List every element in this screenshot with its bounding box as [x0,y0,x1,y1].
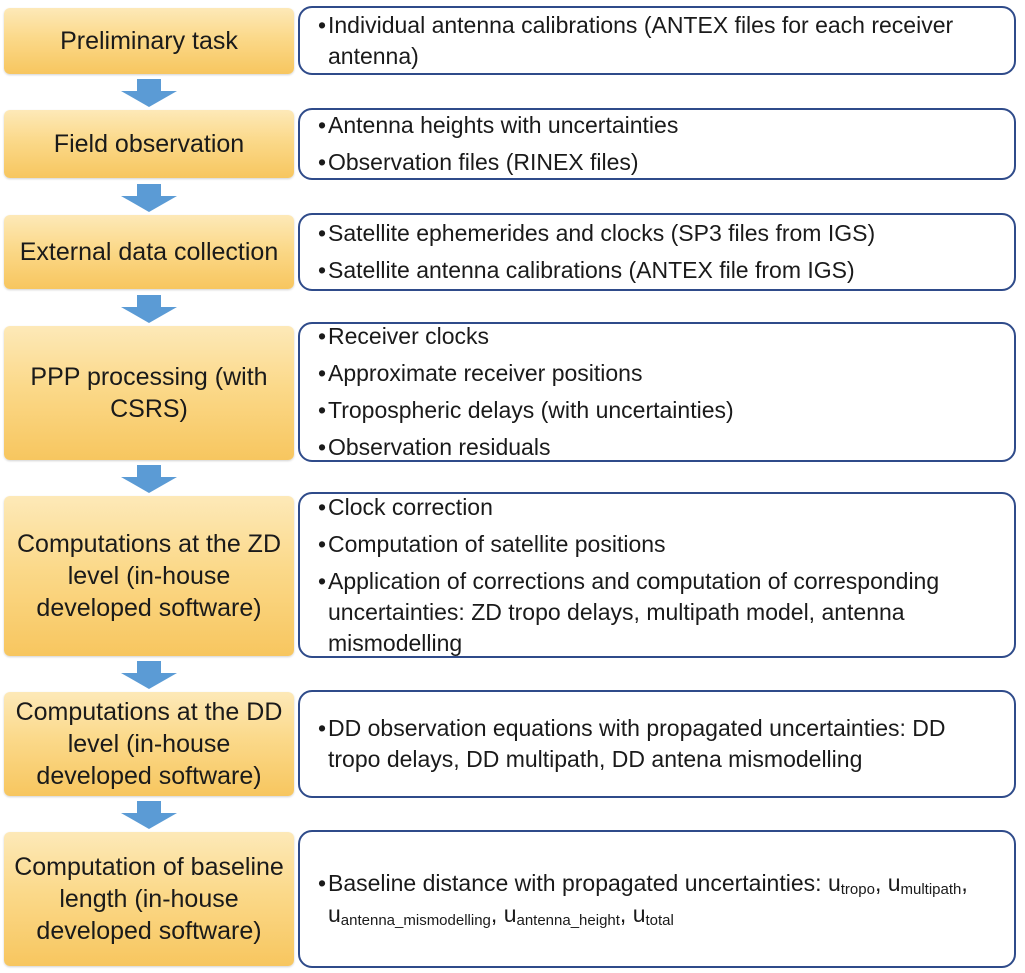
bullet-icon: • [318,323,327,349]
step-5-item-1: • Clock correction [318,492,1002,523]
step-7-item-1: • Baseline distance with propagated unce… [318,868,1002,930]
step-7-item-text: Baseline distance with propagated uncert… [328,870,822,896]
step-3-item-1: • Satellite ephemerides and clocks (SP3 … [318,218,1002,249]
step-1-box: Preliminary task [4,8,294,74]
bullet-icon: • [318,434,327,460]
bullet-icon: • [318,530,327,557]
step-1-details: • Individual antenna calibrations (ANTEX… [298,6,1016,75]
step-5-item-2: • Computation of satellite positions [318,529,1002,560]
step-6-item-1: • DD observation equations with propagat… [318,715,946,772]
step-4-details: • Receiver clocks • Approximate receiver… [298,322,1016,462]
bullet-icon: • [318,112,327,138]
down-arrow-icon [121,79,177,107]
step-3-title: External data collection [19,238,279,266]
symbol-u-total: utotal [632,901,674,929]
step-4-item-1: • Receiver clocks [318,321,1002,352]
bullet-icon: • [318,220,327,246]
bullet-icon: • [318,257,327,283]
step-2-title: Field observation [53,130,245,158]
step-2-item-2: • Observation files (RINEX files) [318,147,1002,178]
step-4-item-3: • Tropospheric delays (with uncertaintie… [318,395,1002,426]
down-arrow-icon [121,465,177,493]
bullet-icon: • [318,397,327,423]
step-4-box: PPP processing (with CSRS) [4,326,294,460]
step-3-item-2: • Satellite antenna calibrations (ANTEX … [318,255,1002,286]
symbol-u-antenna-mismodelling: uantenna_mismodelling, [328,901,498,929]
step-4-item-2: • Approximate receiver positions [318,358,1002,389]
bullet-icon: • [318,360,327,386]
step-2-details: • Antenna heights with uncertainties • O… [298,108,1016,180]
down-arrow-icon [121,184,177,212]
step-5-details: • Clock correction • Computation of sate… [298,492,1016,658]
step-7-box: Computation of baseline length (in-house… [4,832,294,966]
symbol-u-multipath: umultipath, [887,870,968,898]
step-1-title: Preliminary task [60,27,238,55]
bullet-icon: • [318,567,327,594]
step-6-details: • DD observation equations with propagat… [298,690,1016,798]
bullet-icon: • [318,11,327,38]
step-7-title: Computation of baseline length (in-house… [14,853,284,945]
step-6-box: Computations at the DD level (in-house d… [4,692,294,796]
step-7-details: • Baseline distance with propagated unce… [298,830,1016,968]
bullet-icon: • [318,870,327,896]
step-6-title: Computations at the DD level (in-house d… [15,698,283,790]
step-5-item-3: • Application of corrections and computa… [318,567,940,656]
symbol-u-tropo: utropo, [827,870,882,898]
step-4-title: PPP processing (with CSRS) [30,363,268,423]
bullet-icon: • [318,715,327,741]
step-5-box: Computations at the ZD level (in-house d… [4,496,294,656]
bullet-icon: • [318,149,327,175]
step-2-box: Field observation [4,110,294,178]
step-3-box: External data collection [4,215,294,289]
step-2-item-1: • Antenna heights with uncertainties [318,110,1002,141]
step-1-item-1: • Individual antenna calibrations (ANTEX… [318,11,954,69]
step-4-item-4: • Observation residuals [318,432,1002,463]
step-5-title: Computations at the ZD level (in-house d… [16,530,281,622]
down-arrow-icon [121,295,177,323]
down-arrow-icon [121,661,177,689]
bullet-icon: • [318,493,327,520]
step-3-details: • Satellite ephemerides and clocks (SP3 … [298,213,1016,291]
down-arrow-icon [121,801,177,829]
symbol-u-antenna-height: uantenna_height, [503,901,627,929]
